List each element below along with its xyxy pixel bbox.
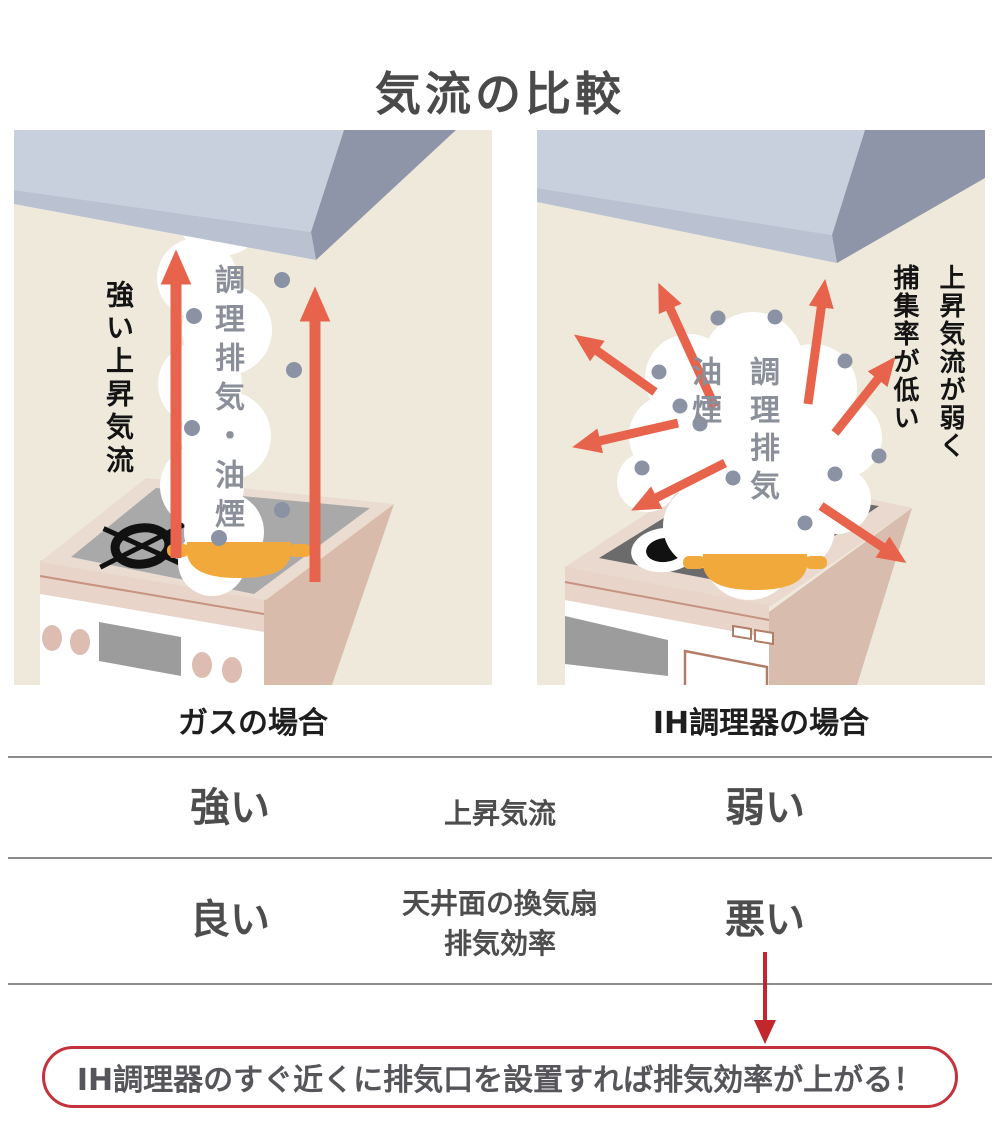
row-label-line2: 排気効率 [443, 927, 556, 960]
row-gas-value: 強い [190, 785, 270, 831]
capture-note: 上昇気流が弱く 捕集率が低い [877, 264, 969, 460]
caption-ih: IH調理器の場合 [652, 706, 870, 741]
counter-edge-line [564, 581, 770, 621]
conclusion-text: IH調理器のすぐ近くに排気口を設置すれば排気効率が上がる！ [76, 1063, 924, 1098]
gas-panel-illustration [14, 130, 456, 685]
smoke-particles [184, 272, 302, 546]
caption-gas: ガスの場合 [178, 706, 328, 741]
radiating-arrow-icon [818, 502, 907, 563]
row-gas-value: 良い [190, 897, 270, 943]
smoke-label-col1: 調理排気 [744, 356, 779, 508]
conclusion-box: IH調理器のすぐ近くに排気口を設置すれば排気効率が上がる！ [42, 1046, 958, 1108]
range-hood [14, 130, 456, 260]
row-label-line1: 天井面の換気扇 [401, 887, 598, 920]
row-label: 上昇気流 [443, 797, 556, 830]
scatter-arrows [572, 278, 907, 563]
divider-line [8, 756, 992, 758]
radiating-arrow-icon [631, 458, 728, 511]
airflow-label: 強い上昇気流 [102, 280, 135, 478]
ih-panel: 調理排気 油煙 上昇気流が弱く 捕集率が低い [537, 130, 985, 685]
counter-edge-line [39, 575, 265, 615]
range-hood [537, 130, 985, 263]
stove-button [732, 624, 752, 641]
divider-line [8, 857, 992, 859]
radiating-arrow-icon [572, 418, 680, 454]
stove-drawer [99, 622, 181, 676]
smoke-label: 調理排気・油煙 [209, 264, 244, 537]
radiating-arrow-icon [658, 282, 720, 409]
page-title: 気流の比較 [375, 67, 625, 121]
radiating-arrow-icon [573, 334, 658, 396]
stove-door-outline [683, 649, 769, 685]
stove-knobs [42, 625, 242, 683]
radiating-arrow-icon [803, 278, 834, 405]
capture-note-col2: 捕集率が低い [889, 264, 919, 432]
smoke-label: 調理排気 油煙 [667, 356, 783, 508]
down-arrow-icon [754, 952, 776, 1044]
divider-line [8, 983, 992, 985]
ih-panel-illustration [537, 130, 985, 685]
stove-drawer [565, 616, 668, 676]
smoke-label-col2: 油煙 [686, 356, 721, 432]
smoke-particles [634, 309, 887, 531]
smoke-cloud [617, 312, 882, 600]
radiating-arrow-icon [831, 356, 896, 436]
stove-button [754, 628, 774, 646]
gas-burner-icon [99, 522, 185, 570]
row-ih-value: 悪い [725, 897, 805, 943]
stove-side-face [264, 504, 394, 685]
gas-panel: 強い上昇気流 調理排気・油煙 [14, 130, 492, 685]
row-label: 天井面の換気扇 排気効率 [360, 884, 640, 964]
row-ih-value: 弱い [725, 785, 805, 831]
capture-note-col1: 上昇気流が弱く [935, 264, 965, 460]
cooking-pot [683, 554, 827, 590]
